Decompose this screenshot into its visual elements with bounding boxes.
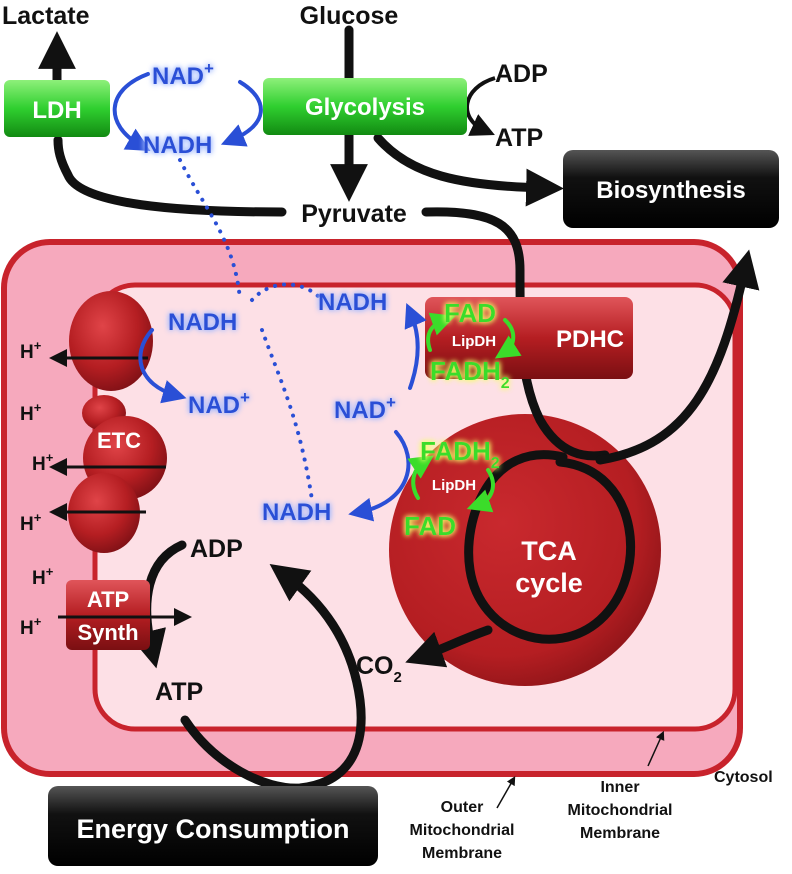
atp-energy-adp-loop	[180, 564, 366, 793]
inner-membrane-label-2: Mitochondrial	[568, 802, 673, 819]
glycolysis-label: Glycolysis	[305, 94, 425, 121]
lactate-label: Lactate	[2, 2, 90, 30]
svg-text:H+: H+	[20, 400, 42, 425]
nad-etc-label: NAD+	[188, 388, 250, 419]
svg-text:H+: H+	[32, 450, 54, 475]
nadh-shuttle-paths	[178, 158, 320, 502]
energy-consumption-box: Energy Consumption	[48, 786, 378, 866]
tca-to-co2-arrow	[405, 625, 493, 668]
svg-text:H+: H+	[20, 614, 42, 639]
pdhc-label: PDHC	[556, 326, 624, 353]
atp-matrix-label: ATP	[155, 678, 203, 706]
nadh-matrix-right-label: NADH	[318, 289, 387, 316]
tca-label-2: cycle	[515, 568, 583, 598]
nad-top-label: NAD+	[152, 59, 214, 90]
pdhc-box: PDHC	[425, 297, 633, 379]
adp-matrix-label: ADP	[190, 535, 243, 563]
atp-synthase: ATP Synth	[66, 580, 150, 650]
tca-nad-to-nadh-arc	[348, 430, 411, 522]
atp-synthase-label-2: Synth	[77, 620, 138, 645]
pyruvate-to-ldh-curve	[53, 135, 287, 217]
cofactor-arrows	[112, 72, 427, 522]
adp-top-label: ADP	[495, 60, 548, 88]
fad-cofactor-labels: FAD FADH2 FADH2 FAD	[404, 298, 510, 541]
biosynthesis-box: Biosynthesis	[563, 150, 779, 228]
svg-text:H+: H+	[20, 510, 42, 535]
fad-top-label: FAD	[444, 298, 496, 328]
adp-atp-glycolysis-arc	[465, 76, 496, 136]
glycolysis-box: Glycolysis	[263, 78, 467, 135]
proton-arrows	[49, 349, 192, 626]
pyruvate-label: Pyruvate	[301, 200, 407, 228]
tca-label-1: TCA	[521, 536, 577, 566]
inner-membrane-label-1: Inner	[600, 779, 639, 796]
nadh-top-label: NADH	[143, 132, 212, 159]
nad-mid-label: NAD+	[334, 393, 396, 424]
outer-membrane-label-1: Outer	[441, 799, 484, 816]
co2-label: CO2	[356, 652, 402, 686]
fadh-top-label: FADH2	[430, 356, 510, 392]
fadh-bottom-label: FADH2	[420, 436, 500, 472]
nadh-bottom-label: NADH	[262, 499, 331, 526]
cytosol-label: Cytosol	[714, 769, 773, 786]
biosynthesis-label: Biosynthesis	[596, 177, 745, 204]
svg-text:H+: H+	[32, 564, 54, 589]
fad-bottom-label: FAD	[404, 511, 456, 541]
lipdh-top-label: LipDH	[452, 333, 496, 350]
outer-membrane-label-2: Mitochondrial	[410, 822, 515, 839]
svg-text:H+: H+	[20, 338, 42, 363]
ldh-box: LDH	[4, 80, 110, 137]
glucose-label: Glucose	[300, 2, 399, 30]
etc-label: ETC	[97, 428, 141, 453]
glycolysis-nad-arc-right	[220, 80, 263, 147]
ldh-label: LDH	[32, 97, 81, 124]
lipdh-bottom-label: LipDH	[432, 477, 476, 494]
fad-arrows	[407, 312, 522, 513]
nad-cofactor-labels: NAD+ NADH NADH NADH NAD+ NAD+ NADH	[143, 59, 396, 526]
glycolysis-to-biosynthesis-arrow	[373, 133, 564, 207]
etc-nadh-to-nad-arc	[138, 328, 187, 404]
lactate-nad-arc-left	[112, 72, 151, 151]
atp-synthase-label-1: ATP	[87, 587, 129, 612]
tca-cycle-sphere	[389, 414, 661, 686]
outer-membrane-label-3: Membrane	[422, 845, 502, 862]
nadh-matrix-left-label: NADH	[168, 309, 237, 336]
energy-consumption-label: Energy Consumption	[76, 814, 349, 844]
inner-membrane-label-3: Membrane	[580, 825, 660, 842]
region-pointers	[496, 730, 665, 809]
tca-to-biosynthesis-arrow	[595, 249, 760, 465]
etc-complex: ETC	[68, 291, 167, 553]
proton-labels: H+ H+ H+ H+ H+ H+	[20, 338, 54, 639]
pdhc-nad-to-nadh-arc	[404, 302, 427, 390]
atp-top-label: ATP	[495, 124, 543, 152]
